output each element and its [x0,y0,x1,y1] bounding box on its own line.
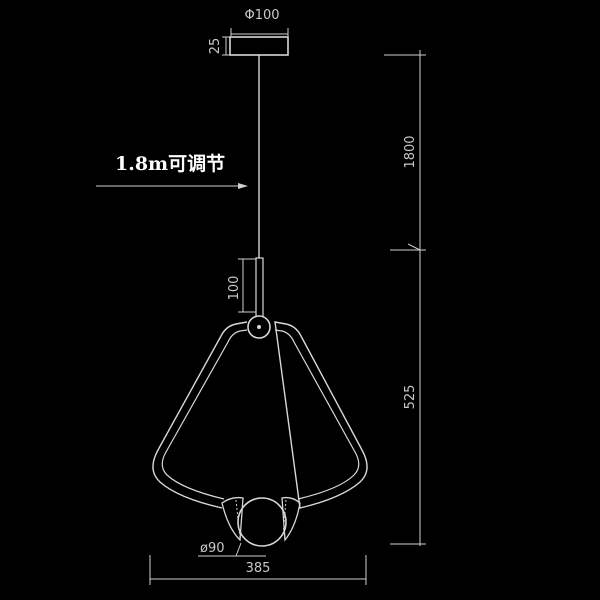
triangular-frame-outer [152,321,368,509]
canopy-height-label: 25 [208,38,223,55]
glass-ball [237,497,287,547]
ball-holder-left [221,496,244,542]
canopy-diameter-label: Φ100 [244,8,279,23]
cable-length-label: 1800 [403,135,418,168]
body-height-label: 525 [403,385,418,410]
adjustable-cable-note: 1.8m可调节 [115,153,225,175]
body-width-label: 385 [246,561,271,576]
ball-holder-right [281,496,301,542]
ball-diameter-label: ø90 [200,541,225,556]
rod-length-label: 100 [227,276,242,301]
suspension-rod [255,257,264,319]
triangular-frame-inner [161,329,360,500]
note-arrowhead [238,183,248,189]
ceiling-canopy [229,36,289,56]
